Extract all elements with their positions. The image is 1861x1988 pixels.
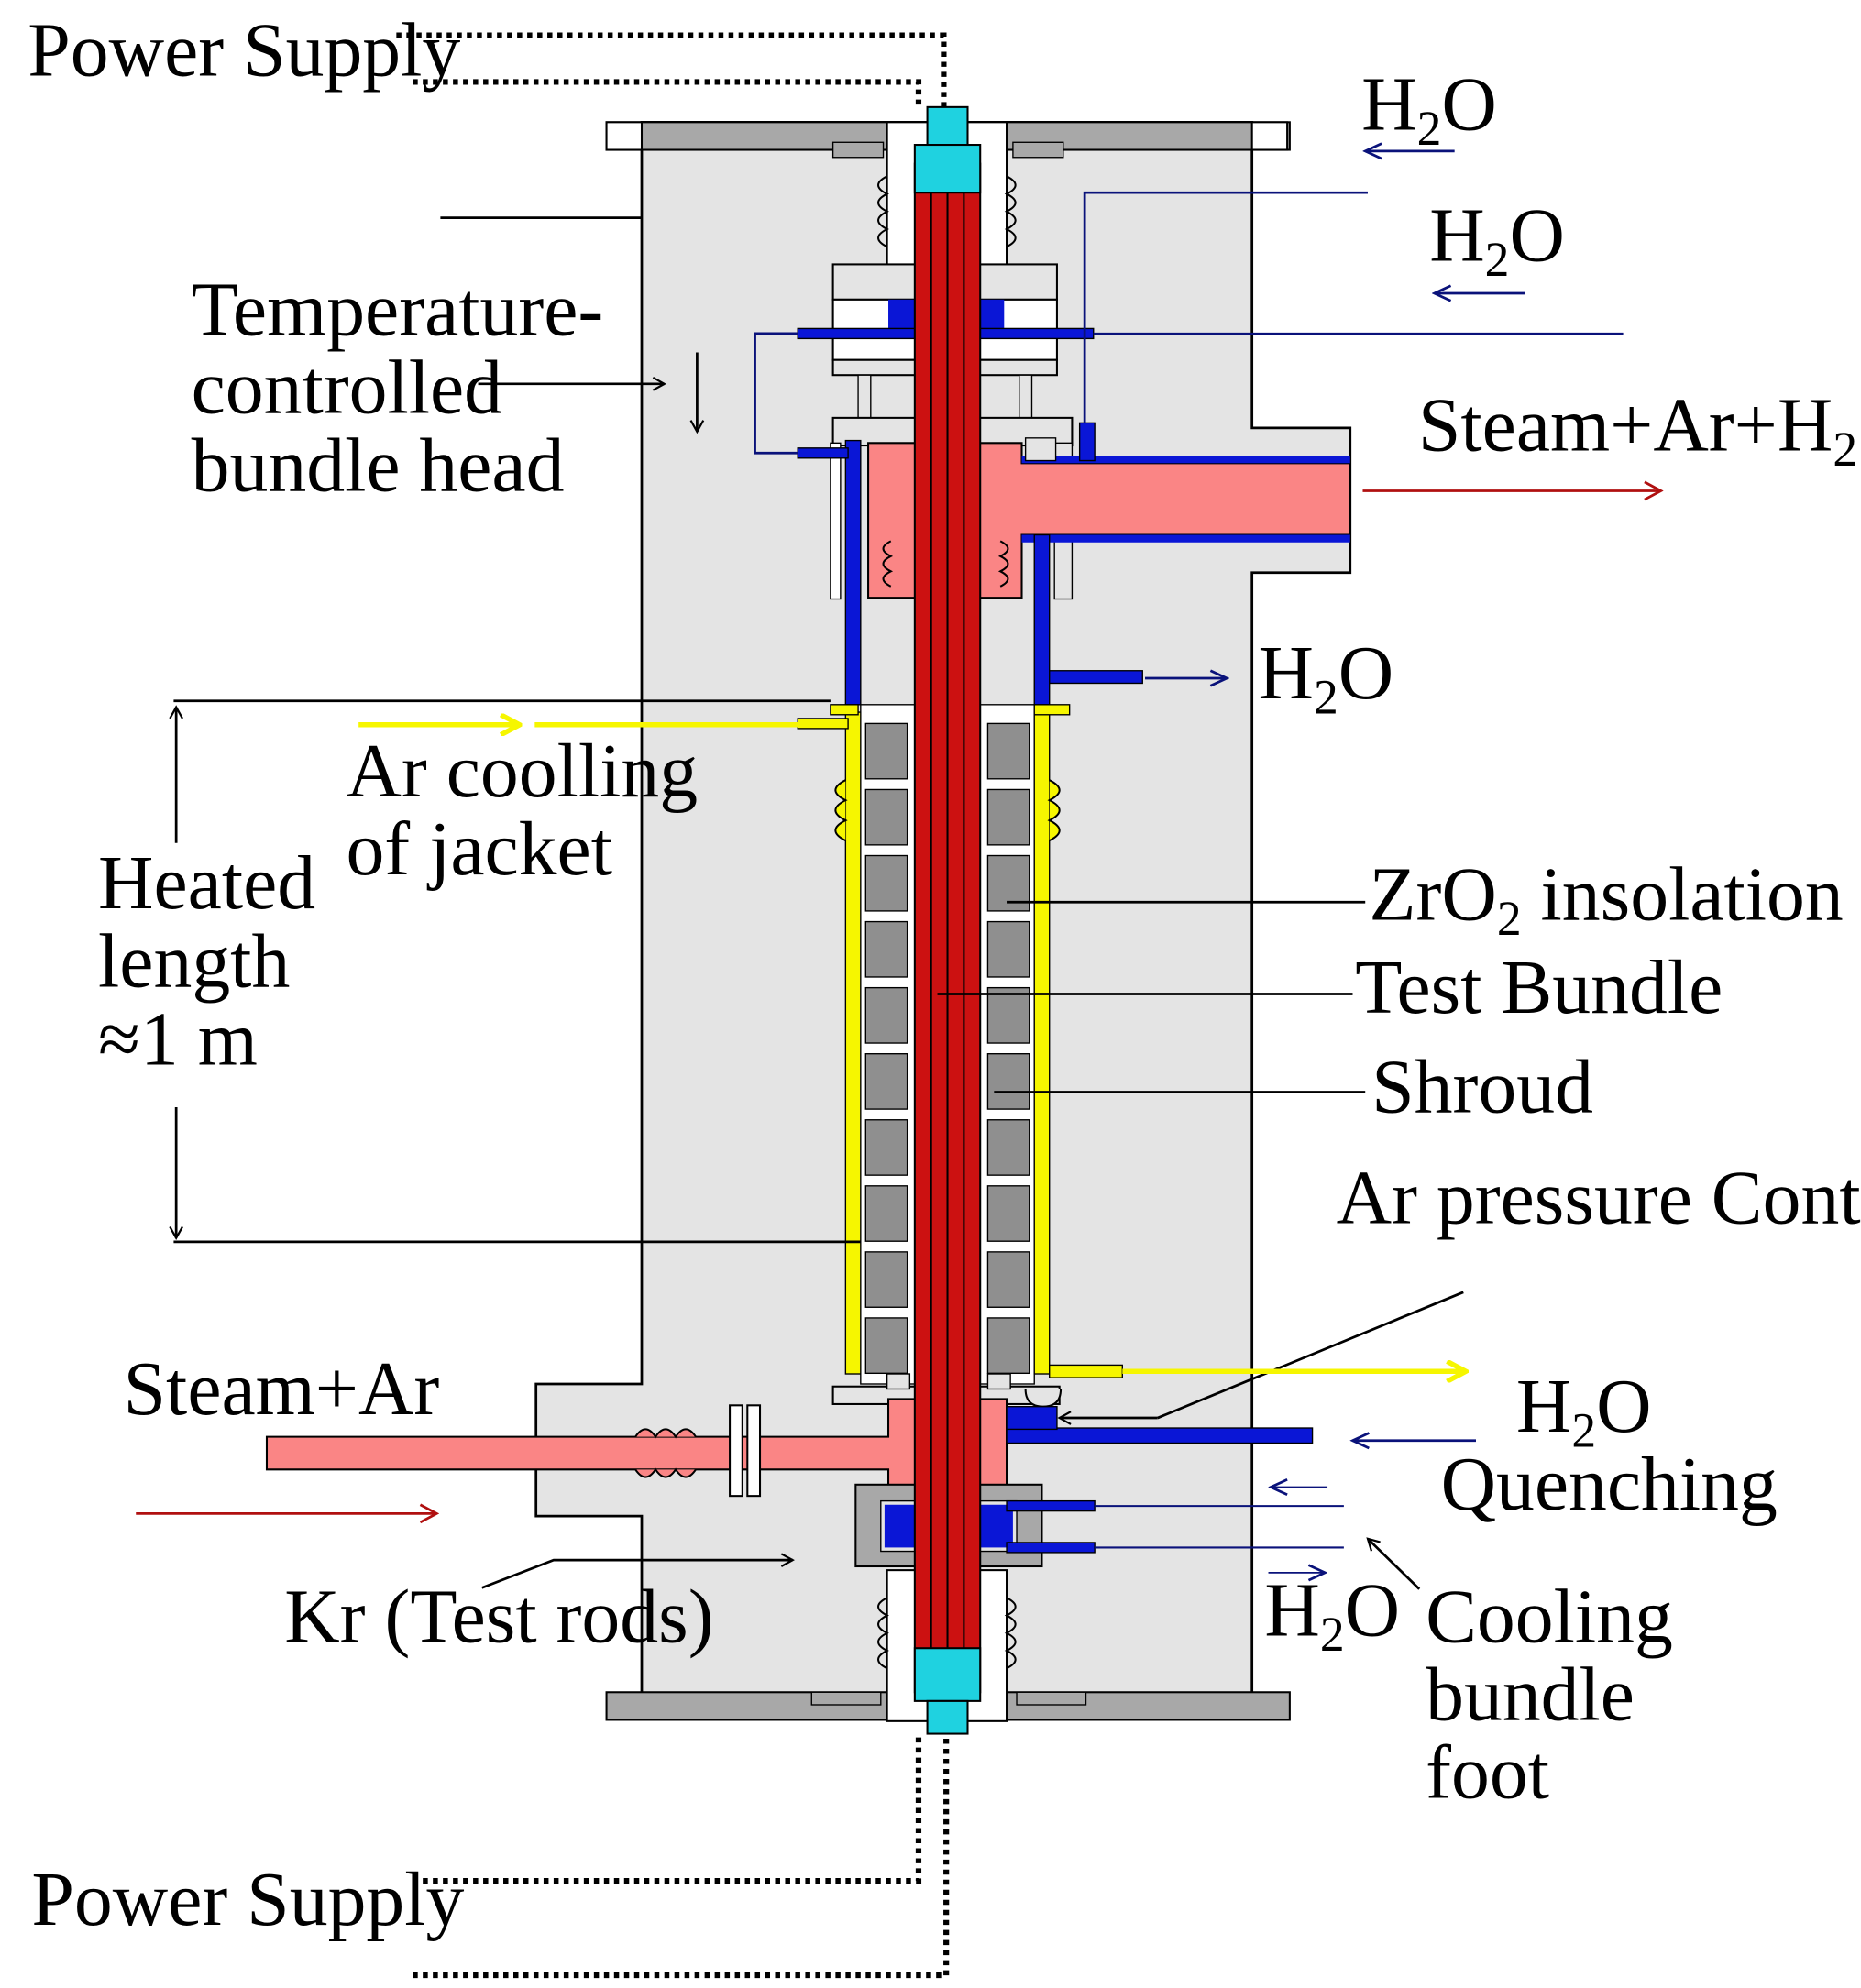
insulation-block: [864, 1317, 908, 1375]
heated-length-label-line1: Heated: [98, 840, 315, 926]
insulation-block: [986, 1053, 1030, 1110]
upper-water-jacket: [754, 191, 1624, 706]
insulation-block: [864, 986, 908, 1044]
insulation-block: [864, 1251, 908, 1308]
cooling-bundle-foot-label-line1: Cooling: [1426, 1574, 1673, 1659]
insulation-block: [986, 1119, 1030, 1176]
rod-cap-bottom: [913, 1647, 982, 1735]
top-flange: [605, 121, 1291, 159]
ar-cooling-label-line1: Ar coolling: [346, 729, 698, 814]
leader-lines: [169, 216, 1464, 1590]
bottom-flange: [605, 1691, 1291, 1721]
shroud-label: Shroud: [1371, 1045, 1593, 1130]
power-supply-bottom-label: Power Supply: [31, 1857, 464, 1942]
kr-test-rods-label: Kr (Test rods): [284, 1574, 713, 1659]
insulation-block: [864, 788, 908, 846]
insulation-block: [864, 1185, 908, 1242]
cooling-bundle-foot-label-line3: foot: [1426, 1730, 1549, 1816]
insulation-block: [864, 1119, 908, 1176]
insulation-block: [986, 788, 1030, 846]
bundle-foot: [265, 1373, 1344, 1568]
h2o-mid-label: H2O: [1259, 631, 1394, 724]
bundle-head-label-line1: Temperature-: [192, 267, 604, 352]
zro2-insulation-blocks: [864, 722, 1030, 1375]
water-flow-arrows: [1145, 151, 1525, 1573]
power-supply-cables: [396, 32, 950, 1979]
bundle-head-label-line2: controlled: [192, 345, 502, 430]
zro2-insulation-label: ZrO2 insolation: [1369, 852, 1843, 946]
h2o-top-1-label: H2O: [1361, 62, 1497, 156]
test-bundle-label: Test Bundle: [1355, 945, 1723, 1030]
heated-length-label-line2: length: [98, 918, 290, 1004]
insulation-block: [986, 986, 1030, 1044]
insulation-block: [864, 920, 908, 978]
power-supply-top-label: Power Supply: [28, 8, 460, 93]
rod-cap-top: [913, 105, 982, 194]
insulation-block: [986, 1317, 1030, 1375]
ar-cooling-label-line2: of jacket: [346, 807, 612, 892]
insulation-block: [986, 1185, 1030, 1242]
h2o-quenching-label: H2O: [1516, 1364, 1652, 1457]
test-rods: [913, 162, 982, 1694]
insulation-block: [986, 920, 1030, 978]
insulation-block: [864, 854, 908, 912]
insulation-block: [986, 722, 1030, 780]
bundle-head-label-line3: bundle head: [192, 423, 565, 508]
cooling-bundle-foot-label-line2: bundle: [1426, 1652, 1635, 1737]
steam-ar-label: Steam+Ar: [124, 1346, 440, 1432]
quenching-label: Quenching: [1441, 1442, 1778, 1527]
steam-ar-h2-label: Steam+Ar+H2: [1418, 383, 1857, 477]
insulation-block: [864, 1053, 908, 1110]
ar-pressure-control-label: Ar pressure Control: [1337, 1155, 1861, 1240]
heated-length-label-line3: ≈1 m: [98, 996, 258, 1082]
steam-flow-arrows: [136, 490, 1661, 1513]
argon-flow-arrows: [358, 725, 1466, 1371]
insulation-block: [986, 1251, 1030, 1308]
h2o-top-2-label: H2O: [1429, 192, 1565, 286]
insulation-block: [864, 722, 908, 780]
h2o-bottom-label: H2O: [1264, 1568, 1400, 1662]
